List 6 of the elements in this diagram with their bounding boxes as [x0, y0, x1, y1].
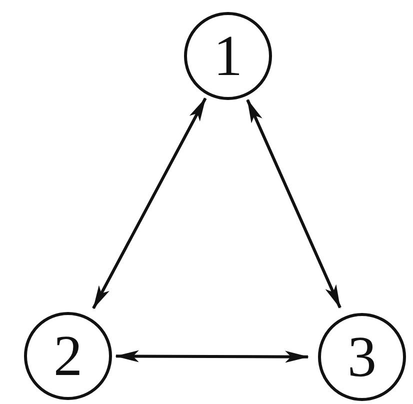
double-arrow	[246, 98, 342, 309]
double-arrow	[115, 350, 309, 363]
node-number: 2	[54, 327, 82, 385]
double-arrow	[92, 97, 207, 310]
node-number: 3	[348, 328, 376, 386]
node-number: 1	[214, 27, 242, 85]
